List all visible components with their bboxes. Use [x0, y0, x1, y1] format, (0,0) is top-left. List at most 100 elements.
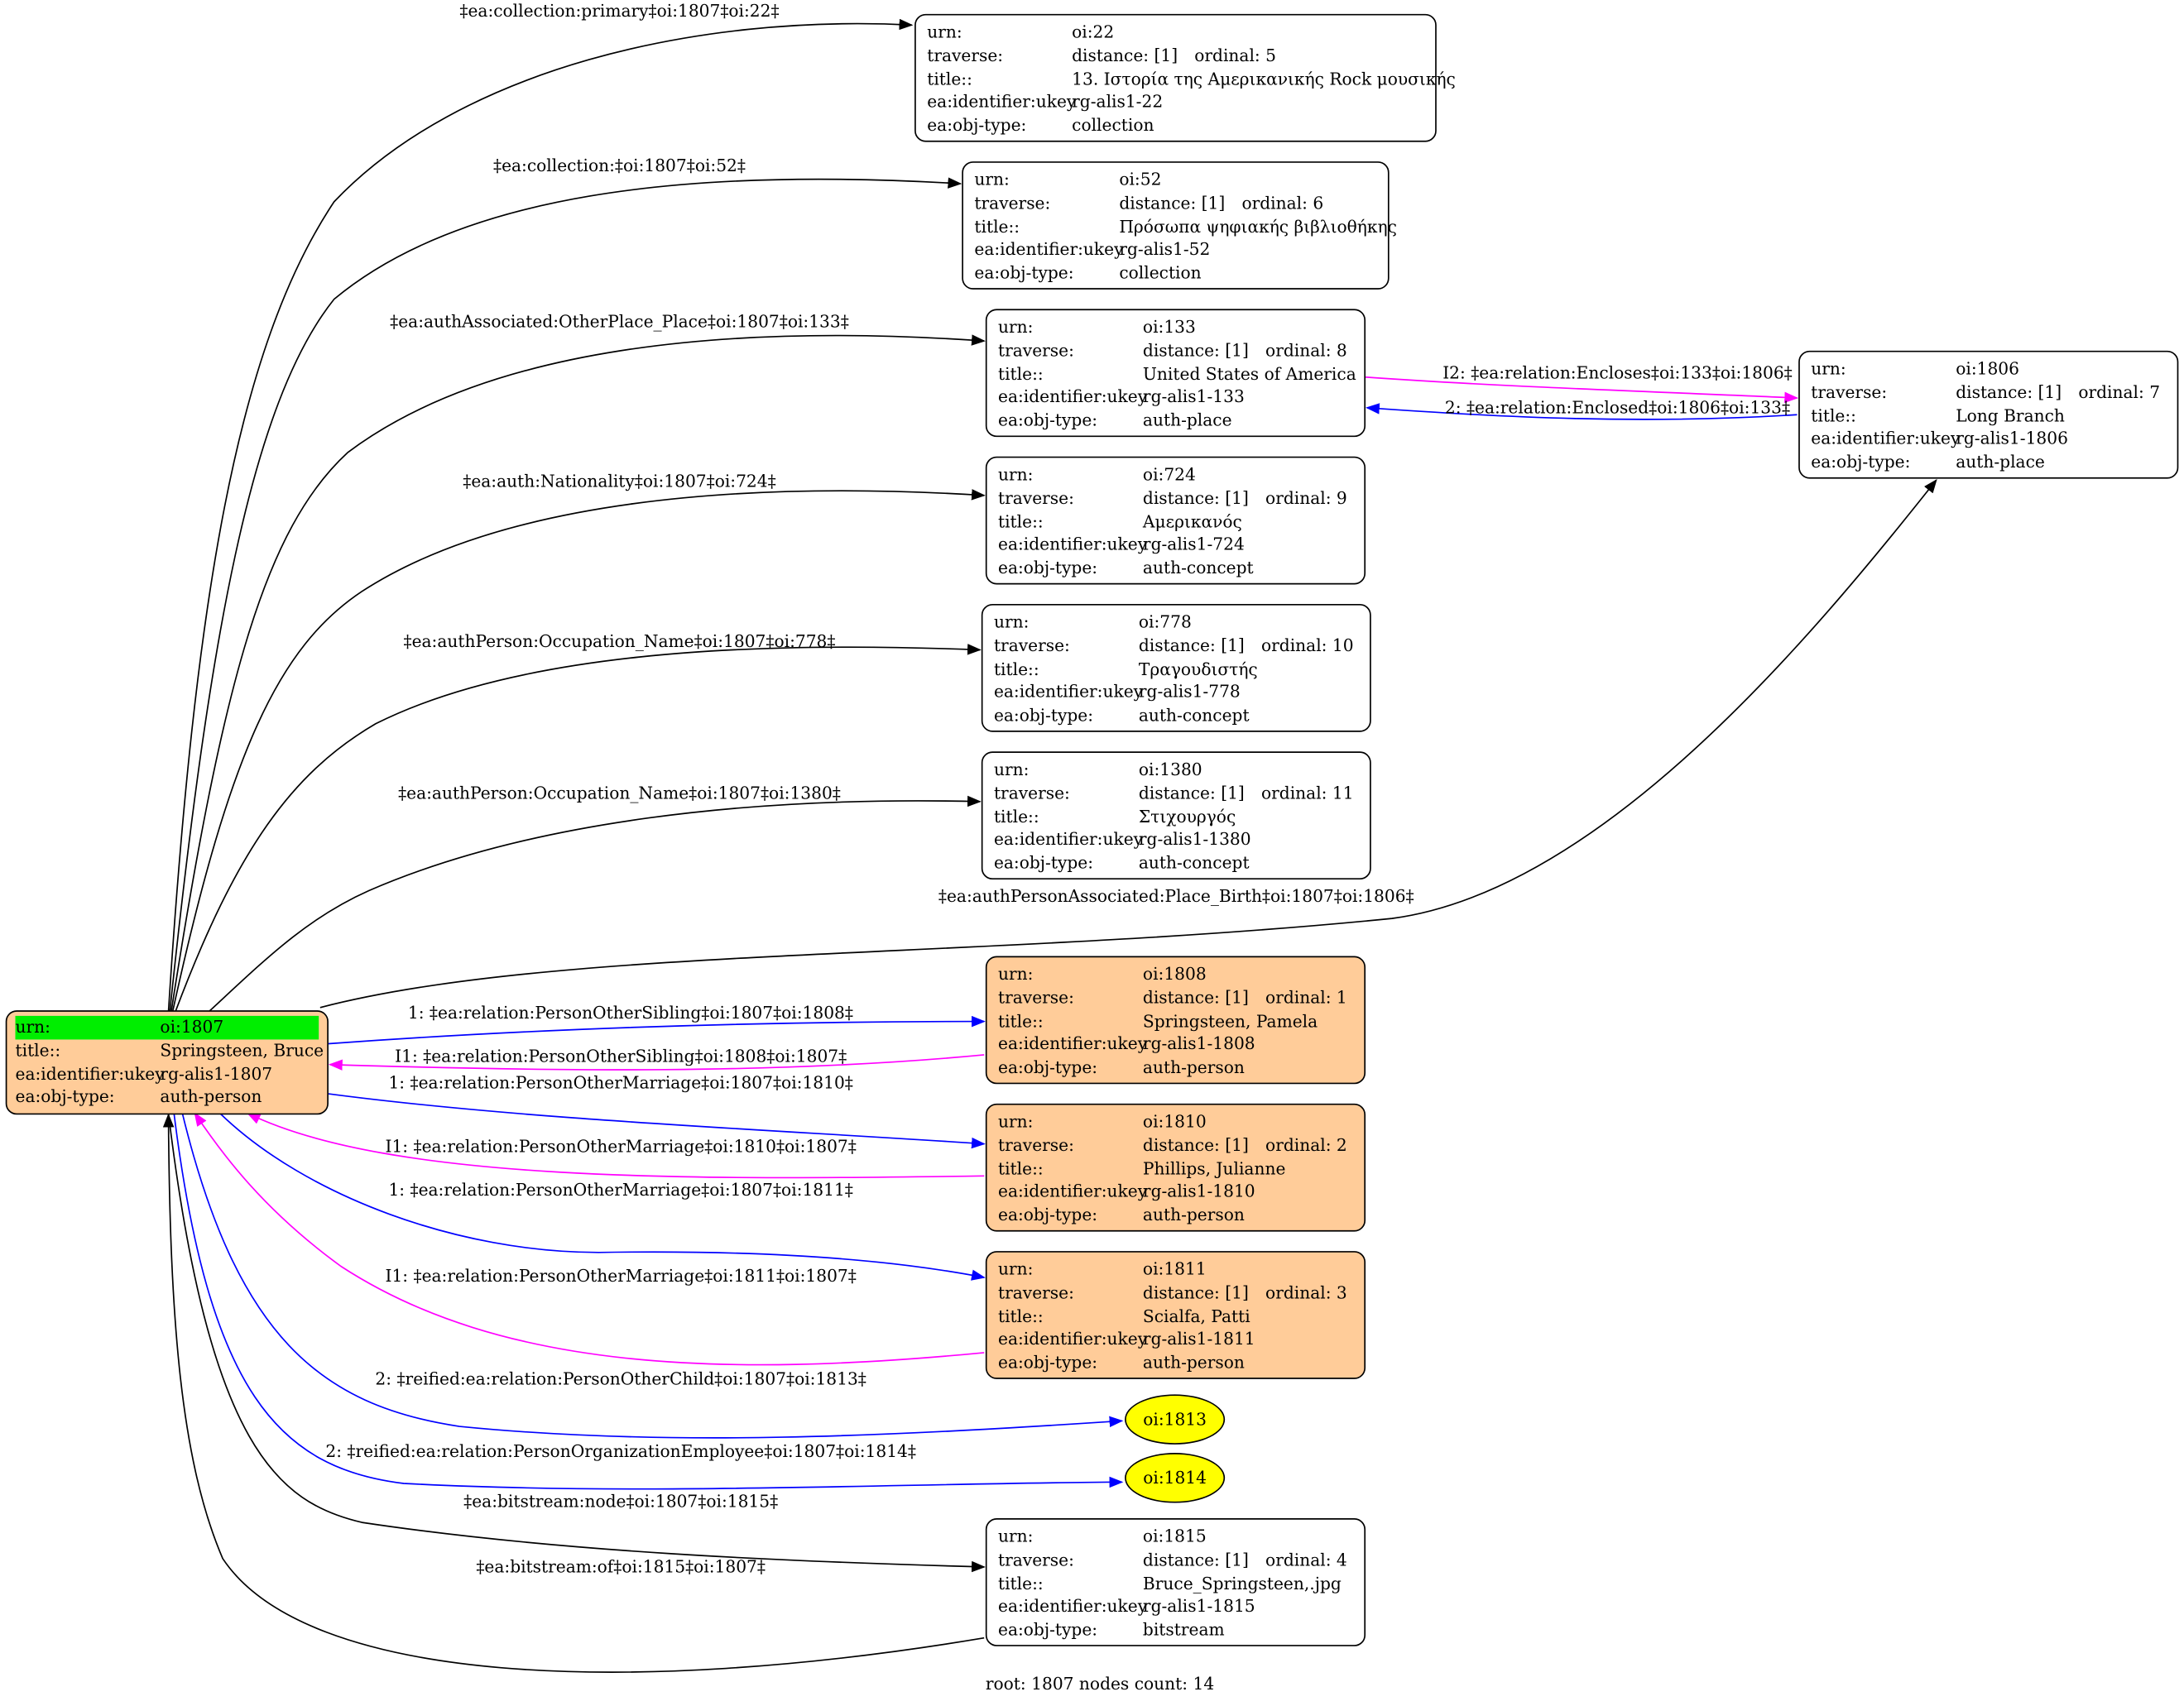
field-label-traverse: traverse:	[997, 488, 1074, 508]
edge-other-place-line	[170, 334, 986, 1012]
node-ordinal: ordinal: 1	[1265, 987, 1347, 1008]
node-oi-1815[interactable]: urn:oi:1815 traverse:distance: [1]ordina…	[985, 1518, 1366, 1646]
edge-collection-line	[169, 177, 962, 1012]
node-ukey: rg-alis1-133	[1142, 387, 1245, 407]
field-label-urn: urn:	[997, 464, 1034, 485]
node-ukey: rg-alis1-1806	[1956, 429, 2068, 449]
node-oi-1808[interactable]: urn:oi:1808 traverse:distance: [1]ordina…	[985, 956, 1366, 1085]
node-ukey: rg-alis1-1808	[1142, 1034, 1255, 1054]
root-ukey: rg-alis1-1807	[160, 1064, 273, 1084]
edge-bitstream-node-label: ‡ea:bitstream:node‡oi:1807‡oi:1815‡	[463, 1492, 778, 1512]
field-label-objtype: ea:obj-type:	[993, 853, 1094, 873]
field-label-traverse: traverse:	[993, 783, 1070, 803]
node-oi-1380[interactable]: urn:oi:1380 traverse:distance: [1]ordina…	[981, 751, 1371, 880]
node-urn: oi:1380	[1138, 760, 1202, 779]
node-traverse: distance: [1]	[1142, 340, 1249, 361]
edge-encloses-line	[1365, 376, 1799, 404]
edge-employee-label: 2: ‡reified:ea:relation:PersonOrganizati…	[325, 1441, 916, 1461]
field-label-traverse: traverse:	[927, 46, 1004, 65]
node-urn: oi:778	[1138, 612, 1192, 632]
node-oi-1811[interactable]: urn:oi:1811 traverse:distance: [1]ordina…	[985, 1251, 1366, 1379]
field-label-ukey: ea:identifier:ukey	[997, 1329, 1148, 1349]
field-label-urn: urn:	[1811, 358, 1846, 379]
edge-place-birth-line	[319, 478, 1937, 1009]
field-label-ukey: ea:identifier:ukey	[997, 534, 1148, 555]
node-title: Bruce_Springsteen,.jpg	[1142, 1573, 1342, 1593]
node-objtype: auth-place	[1956, 452, 2045, 472]
node-oi-1806[interactable]: urn:oi:1806 traverse:distance: [1]ordina…	[1798, 350, 2179, 479]
edge-occupation-778-line	[175, 644, 982, 1013]
edge-sibling-inverse-label: I1: ‡ea:relation:PersonOtherSibling‡oi:1…	[395, 1046, 847, 1066]
field-label-ukey: ea:identifier:ukey	[993, 830, 1144, 850]
node-ordinal: ordinal: 7	[2078, 382, 2161, 402]
field-label-ukey: ea:identifier:ukey	[997, 1596, 1148, 1617]
edge-child-line	[181, 1113, 1124, 1439]
node-ordinal: ordinal: 2	[1265, 1135, 1347, 1155]
node-ukey: rg-alis1-778	[1138, 682, 1241, 702]
field-label-traverse: traverse:	[997, 340, 1074, 361]
edge-marriage-1811-inverse-line	[194, 1112, 985, 1366]
node-urn: oi:52	[1119, 170, 1162, 189]
field-label-traverse: traverse:	[997, 1282, 1074, 1303]
field-label-urn: urn:	[993, 760, 1030, 779]
node-objtype: auth-person	[1142, 1057, 1245, 1078]
reified-node-oi-1813[interactable]: oi:1813	[1125, 1394, 1226, 1445]
node-traverse: distance: [1]	[1142, 1550, 1249, 1569]
node-title: Πρόσωπα ψηφιακής βιβλιοθήκης	[1119, 216, 1397, 237]
field-label-title: title::	[15, 1040, 61, 1061]
node-oi-724[interactable]: urn:oi:724 traverse:distance: [1]ordinal…	[985, 456, 1366, 585]
edge-sibling-label: 1: ‡ea:relation:PersonOtherSibling‡oi:18…	[408, 1003, 853, 1023]
edge-encloses-label: I2: ‡ea:relation:Encloses‡oi:133‡oi:1806…	[1442, 363, 1793, 383]
edge-collection-primary-label: ‡ea:collection:primary‡oi:1807‡oi:22‡	[459, 1, 779, 21]
node-objtype: auth-person	[1142, 1205, 1245, 1225]
field-label-objtype: ea:obj-type:	[997, 1620, 1098, 1640]
node-urn: oi:1810	[1142, 1111, 1207, 1132]
node-objtype: auth-person	[1142, 1353, 1245, 1373]
node-title: Τραγουδιστής	[1138, 659, 1258, 679]
node-ordinal: ordinal: 6	[1241, 193, 1324, 213]
node-urn: oi:1808	[1142, 964, 1207, 985]
field-label-objtype: ea:obj-type:	[997, 1057, 1098, 1078]
field-label-traverse: traverse:	[974, 193, 1051, 213]
node-urn: oi:1811	[1142, 1259, 1207, 1279]
node-title: Στιχουργός	[1138, 806, 1236, 827]
node-traverse: distance: [1]	[1142, 488, 1249, 508]
field-label-title: title::	[993, 806, 1039, 827]
node-title: United States of America	[1142, 364, 1356, 384]
node-traverse: distance: [1]	[1142, 1135, 1249, 1155]
field-label-urn: urn:	[974, 170, 1010, 189]
field-label-ukey: ea:identifier:ukey	[997, 1181, 1148, 1202]
field-label-urn: urn:	[993, 612, 1030, 632]
node-traverse: distance: [1]	[1072, 46, 1178, 65]
edge-child-label: 2: ‡reified:ea:relation:PersonOtherChild…	[375, 1369, 866, 1389]
root-node-oi-1807[interactable]: urn:oi:1807 title::Springsteen, Bruce ea…	[5, 1010, 329, 1115]
edge-nationality-line	[171, 489, 986, 1012]
node-oi-22[interactable]: urn:oi:22 traverse:distance: [1]ordinal:…	[914, 13, 1456, 142]
field-label-objtype: ea:obj-type:	[993, 706, 1094, 726]
node-oi-133[interactable]: urn:oi:133 traverse:distance: [1]ordinal…	[985, 309, 1366, 438]
field-label-urn: urn:	[997, 964, 1034, 985]
field-label-ukey: ea:identifier:ukey	[997, 387, 1148, 407]
edge-sibling-line	[328, 1015, 986, 1045]
node-ordinal: ordinal: 4	[1265, 1550, 1347, 1569]
edge-marriage-1811-label: 1: ‡ea:relation:PersonOtherMarriage‡oi:1…	[388, 1180, 852, 1200]
field-label-title: title::	[997, 511, 1044, 531]
field-label-objtype: ea:obj-type:	[1811, 452, 1911, 472]
edge-occupation-1380-line	[208, 795, 982, 1013]
edge-marriage-1810-label: 1: ‡ea:relation:PersonOtherMarriage‡oi:1…	[388, 1072, 852, 1092]
edge-enclosed-label: 2: ‡ea:relation:Enclosed‡oi:1806‡oi:133‡	[1445, 398, 1790, 418]
node-oi-1810[interactable]: urn:oi:1810 traverse:distance: [1]ordina…	[985, 1103, 1366, 1232]
node-oi-778[interactable]: urn:oi:778 traverse:distance: [1]ordinal…	[981, 603, 1371, 732]
node-ordinal: ordinal: 5	[1194, 46, 1276, 65]
node-oi-52[interactable]: urn:oi:52 traverse:distance: [1]ordinal:…	[962, 161, 1397, 290]
edge-marriage-1811-inverse-label: I1: ‡ea:relation:PersonOtherMarriage‡oi:…	[385, 1266, 856, 1286]
field-label-title: title::	[974, 216, 1020, 237]
node-urn: oi:1815	[1142, 1526, 1207, 1546]
node-urn: oi:1806	[1956, 358, 2020, 379]
node-ukey: rg-alis1-52	[1119, 239, 1211, 260]
reified-node-oi-1814[interactable]: oi:1814	[1125, 1453, 1226, 1503]
edge-enclosed-line	[1366, 403, 1798, 420]
edge-collection-label: ‡ea:collection:‡oi:1807‡oi:52‡	[493, 156, 746, 175]
